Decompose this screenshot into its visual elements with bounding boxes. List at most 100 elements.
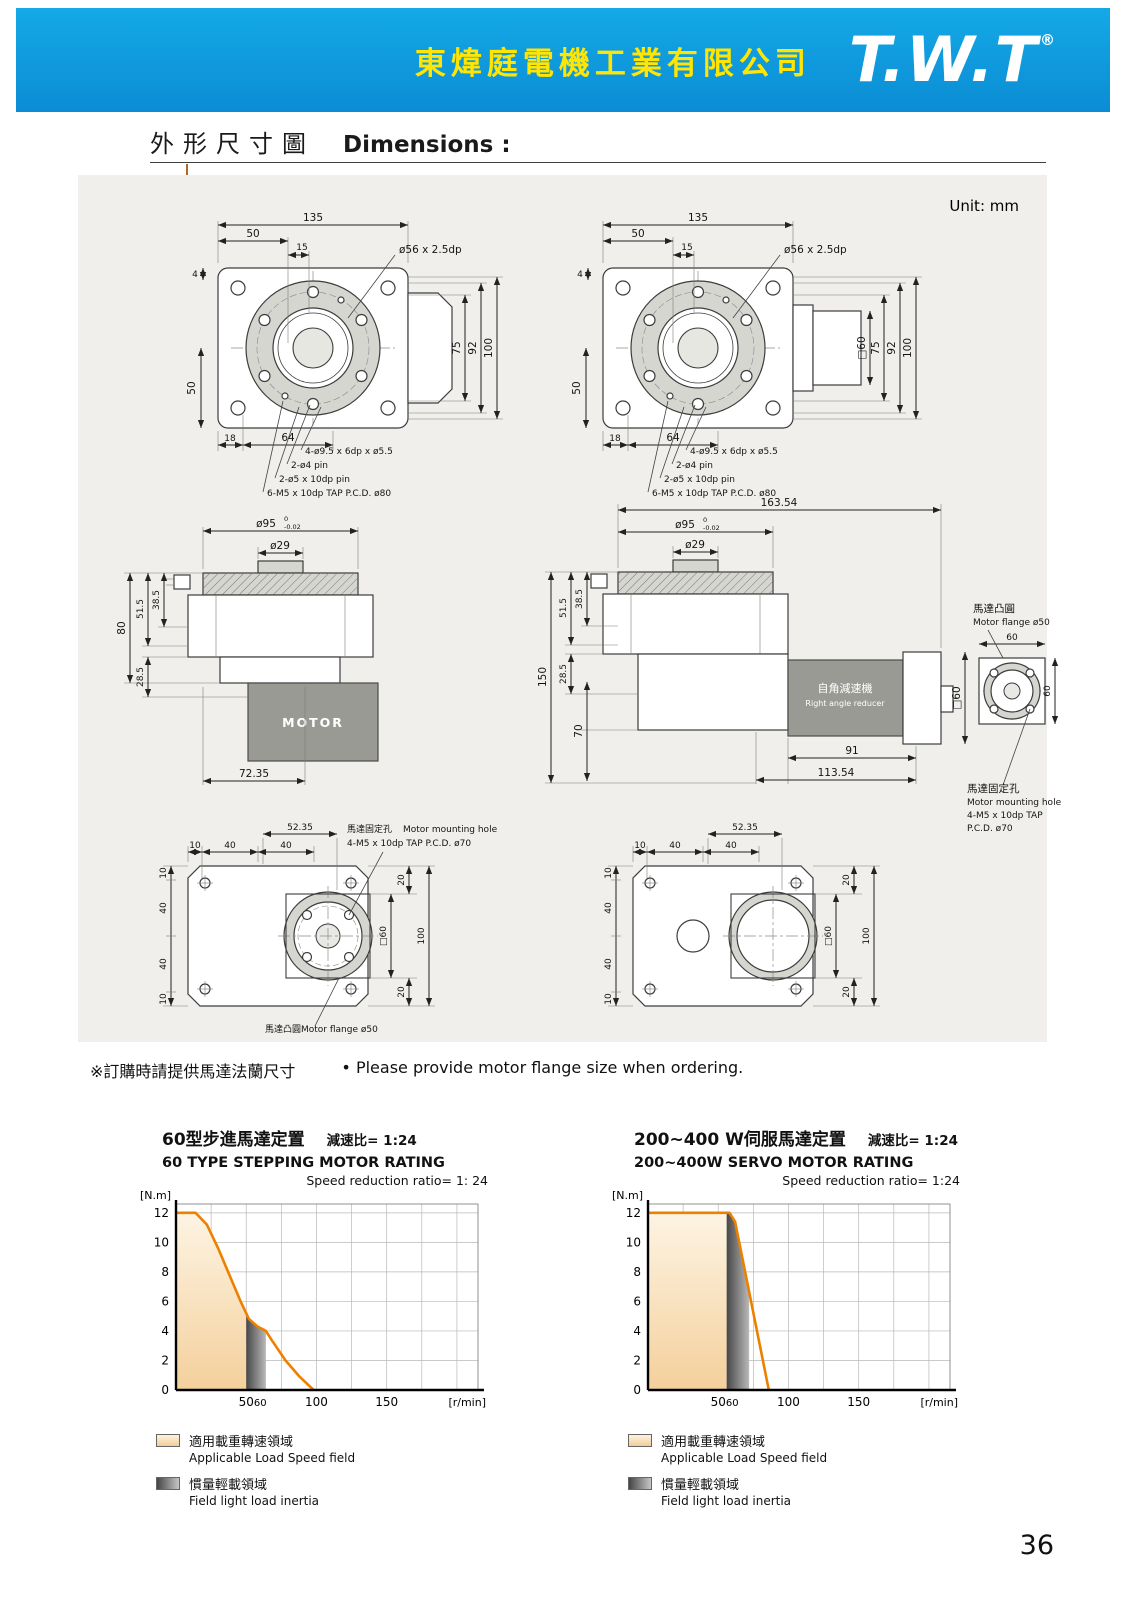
bore-label: ø56 x 2.5dp [784, 244, 847, 256]
svg-text:6: 6 [633, 1294, 641, 1308]
dim-sq60: □60 [856, 336, 868, 359]
side-view-geometry: MOTOR [166, 560, 379, 762]
dim-20: 20 [397, 874, 407, 886]
legend-inertia-en: Field light load inertia [661, 1494, 792, 1508]
reducer-label-en: Right angle reducer [805, 699, 885, 708]
reducer-label-zh: 自角減速機 [818, 681, 873, 695]
ordering-note-en: • Please provide motor flange size when … [341, 1058, 744, 1077]
front-view-geometry [602, 267, 862, 429]
dim-60-right: 60 [1043, 685, 1053, 697]
company-name: 東煒庭電機工業有限公司 [414, 45, 811, 82]
load-region-swatch [156, 1434, 180, 1447]
dim-100: 100 [862, 927, 872, 944]
legend-inertia-zh: 慣量輕載領域 [661, 1478, 740, 1493]
mount-label-pcd: P.C.D. ø70 [967, 824, 1013, 834]
page-number: 36 [1019, 1530, 1054, 1561]
header-banner: 東煒庭電機工業有限公司 T.W.T ® [16, 8, 1110, 112]
dim-50: 50 [631, 228, 644, 240]
callout-pin1: 2-ø4 pin [676, 461, 713, 471]
side-view-drawing-right-angle: 自角減速機 Right angle reducer 163.54 [537, 497, 1062, 834]
flange-label-zh: 馬達凸圓 [973, 603, 1015, 615]
chart-title-zh: 200~400 W伺服馬達定置 [634, 1130, 846, 1150]
dim-75: 75 [451, 341, 463, 354]
svg-text:[N.m]: [N.m] [612, 1189, 643, 1202]
dim-40: 40 [159, 902, 169, 914]
bottom-view-dimensions: 52.35 馬達固定孔 Motor mounting hole 4-M5 x 1… [159, 823, 498, 1035]
svg-text:10: 10 [154, 1235, 169, 1249]
dim-40: 40 [604, 958, 614, 970]
dim-150: 150 [537, 667, 549, 687]
dim-18: 18 [224, 434, 236, 444]
dim-52-35: 52.35 [732, 823, 758, 833]
stepping-motor-rating-section: 60型步進馬達定置 減速比= 1:24 60 TYPE STEPPING MOT… [140, 1125, 492, 1508]
svg-text:10: 10 [626, 1235, 641, 1249]
tol-hi: 0 [703, 516, 707, 524]
dim-50-left: 50 [571, 381, 583, 394]
callout-tap: 6-M5 x 10dp TAP P.C.D. ø80 [652, 489, 776, 499]
dim-sq60: □60 [379, 926, 389, 946]
svg-text:100: 100 [305, 1395, 328, 1409]
servo-motor-rating-section: 200~400 W伺服馬達定置 減速比= 1:24 200~400W SERVO… [612, 1125, 964, 1508]
dim-od95: ø95 [256, 518, 276, 530]
svg-text:8: 8 [161, 1265, 169, 1279]
title-rule [150, 162, 1046, 163]
chart-subtitle: Speed reduction ratio= 1:24 [782, 1173, 960, 1188]
flange-label-en: Motor flange ø50 [973, 618, 1050, 628]
svg-text:60: 60 [726, 1398, 739, 1409]
legend-load-zh: 適用載重轉速領域 [661, 1435, 766, 1450]
dim-38-5: 38.5 [152, 590, 162, 610]
dim-91: 91 [845, 745, 858, 757]
dim-15: 15 [681, 243, 692, 253]
callout-pin2: 2-ø5 x 10dp pin [664, 475, 735, 485]
svg-text:6: 6 [161, 1294, 169, 1308]
legend-inertia-en: Field light load inertia [189, 1494, 320, 1508]
dim-113-54: 113.54 [818, 767, 855, 779]
dim-od95: ø95 [675, 519, 695, 531]
title-en: Dimensions : [343, 132, 511, 158]
dim-50-left: 50 [186, 381, 198, 394]
dim-4: 4 [577, 270, 583, 280]
dim-52-35: 52.35 [287, 823, 313, 833]
svg-text:60: 60 [254, 1398, 267, 1409]
dim-40: 40 [159, 958, 169, 970]
dim-10: 10 [189, 841, 201, 851]
flange-callout: 馬達凸圓Motor flange ø50 [265, 1023, 378, 1035]
dim-38-5: 38.5 [575, 589, 585, 609]
mount-label-zh: 馬達固定孔 [967, 782, 1020, 795]
callout-holes: 4-ø9.5 x 6dp x ø5.5 [305, 447, 393, 457]
svg-text:0: 0 [633, 1383, 641, 1397]
chart-legend: 適用載重轉速領域 Applicable Load Speed field 慣量輕… [612, 1431, 964, 1508]
inertia-region-swatch [628, 1477, 652, 1490]
dim-51-5: 51.5 [136, 599, 146, 619]
dim-163-54: 163.54 [761, 497, 798, 509]
dim-10: 10 [634, 841, 646, 851]
twt-logo: T.W.T ® [849, 29, 1056, 91]
dim-135: 135 [303, 212, 323, 224]
ordering-note: ※訂購時請提供馬達法蘭尺寸 • Please provide motor fla… [90, 1058, 743, 1082]
chart-title-zh: 60型步進馬達定置 [162, 1130, 305, 1150]
dim-10: 10 [604, 993, 614, 1005]
tol-lo: -0.02 [284, 523, 301, 531]
dim-18: 18 [609, 434, 621, 444]
title-zh: 外形尺寸圖 [150, 130, 315, 158]
side-view-dimensions: ø95 0 -0.02 ø29 80 51.5 38.5 [116, 515, 359, 785]
bottom-view-geometry [187, 865, 378, 1007]
side-view-dimensions: 163.54 ø95 0 -0.02 ø29 51.5 [537, 497, 1062, 834]
front-view-geometry [217, 267, 453, 429]
tol-lo: -0.02 [703, 524, 720, 532]
dim-20: 20 [842, 986, 852, 998]
title-tick [186, 164, 188, 180]
motor-flange-view [978, 657, 1046, 725]
svg-text:150: 150 [375, 1395, 398, 1409]
legend-load-en: Applicable Load Speed field [189, 1451, 356, 1465]
svg-text:[r/min]: [r/min] [920, 1396, 958, 1409]
dim-92: 92 [886, 341, 898, 354]
mount-label-en: Motor mounting hole [403, 825, 498, 835]
dim-40: 40 [280, 841, 292, 851]
chart-legend: 適用載重轉速領域 Applicable Load Speed field 慣量輕… [140, 1431, 492, 1508]
dim-72-35: 72.35 [239, 768, 269, 780]
svg-text:2: 2 [633, 1353, 641, 1367]
dim-40: 40 [669, 841, 681, 851]
